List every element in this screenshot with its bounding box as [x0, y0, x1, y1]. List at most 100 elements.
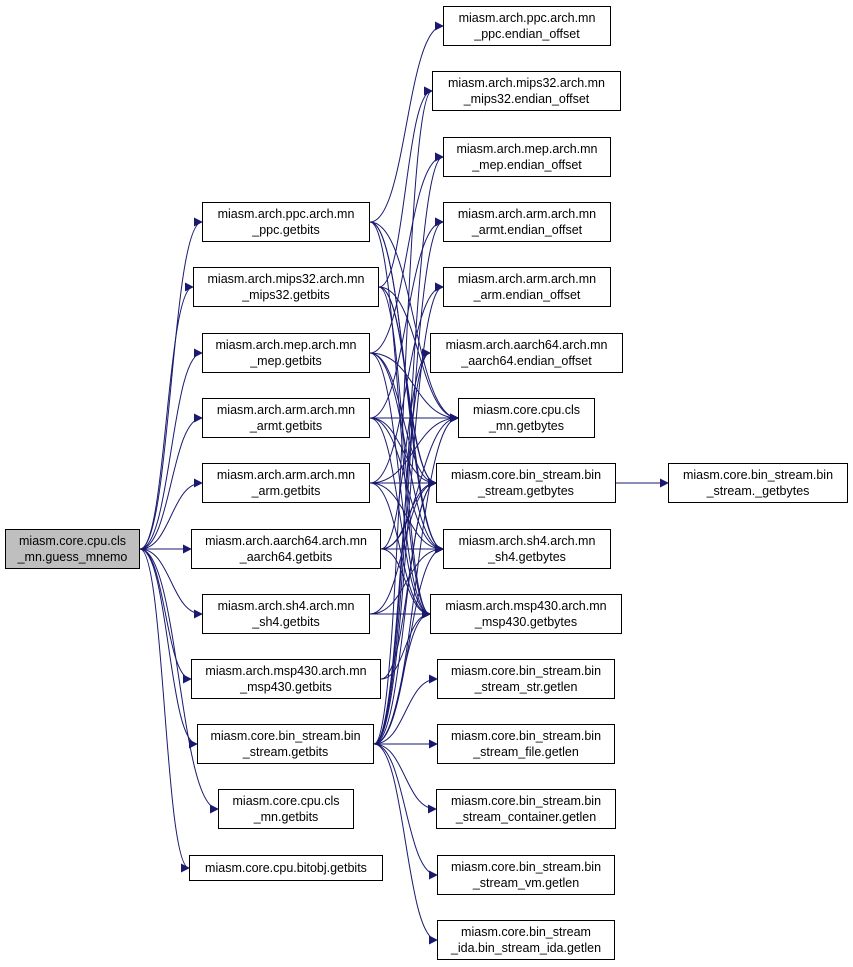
- edge-mep_getbits-to-cls_mn_getbytes: [369, 352, 459, 423]
- node-sh4-getbytes[interactable]: miasm.arch.sh4.arch.mn _sh4.getbytes: [443, 529, 611, 569]
- node-label-line2: _arm.getbits: [251, 484, 321, 498]
- node-label-line2: _aarch64.getbits: [239, 550, 333, 564]
- node-armt-getbits[interactable]: miasm.arch.arm.arch.mn _armt.getbits: [202, 398, 370, 438]
- node-label-line1: miasm.arch.arm.arch.mn: [457, 272, 597, 286]
- node-mep-endian-offset[interactable]: miasm.arch.mep.arch.mn _mep.endian_offset: [443, 137, 611, 177]
- node-cls-mn-getbytes[interactable]: miasm.core.cpu.cls_mn.getbytes: [458, 398, 595, 438]
- node-mips32-endian-offset[interactable]: miasm.arch.mips32.arch.mn_mips32.endian_…: [432, 71, 621, 111]
- edge-root-to-sh4_getbits: [139, 548, 203, 619]
- node-label-line2: _mn.guess_mnemo: [17, 550, 128, 564]
- node-label-line1: miasm.core.bin_stream.bin: [450, 468, 602, 482]
- node-guess-mnemo[interactable]: miasm.core.cpu.cls _mn.guess_mnemo: [5, 529, 140, 569]
- edge-bs_getbits-to-bs_getbytes: [373, 478, 437, 745]
- node-label-line1: miasm.core.bin_stream: [461, 925, 591, 939]
- node-label-line2: _ppc.getbits: [252, 223, 320, 237]
- node-label-line1: miasm.arch.arm.arch.mn: [457, 207, 597, 221]
- node-label-line1: miasm.arch.mep.arch.mn: [215, 338, 357, 352]
- edge-root-to-armt_getbits: [139, 413, 203, 550]
- node-mips32-getbits[interactable]: miasm.arch.mips32.arch.mn _mips32.getbits: [193, 267, 379, 307]
- node-ppc-endian-offset[interactable]: miasm.arch.ppc.arch.mn _ppc.endian_offset: [443, 6, 611, 46]
- edge-root-to-bs_getbits: [139, 548, 198, 749]
- edges: [139, 21, 669, 945]
- node-label-line2: _mep.endian_offset: [472, 158, 582, 172]
- node-label-line2: _stream_str.getlen: [474, 680, 578, 694]
- node-bin-stream-file-getlen[interactable]: miasm.core.bin_stream.bin_stream_file.ge…: [437, 724, 615, 764]
- node-label-line1: miasm.arch.msp430.arch.mn: [205, 664, 367, 678]
- node-armt-endian-offset[interactable]: miasm.arch.arm.arch.mn _armt.endian_offse…: [443, 202, 611, 242]
- node-label-line2: _stream.getbits: [242, 745, 329, 759]
- node-label-line2: _msp430.getbits: [240, 680, 332, 694]
- node-label-line1: miasm.core.bin_stream.bin: [450, 794, 602, 808]
- edge-mips32_getbits-to-mips32_endian: [378, 86, 433, 288]
- node-label-line2: _stream_vm.getlen: [472, 876, 580, 890]
- edge-root-to-arm_getbits: [139, 478, 203, 550]
- edge-mips32_getbits-to-cls_mn_getbytes: [378, 286, 459, 423]
- node-arm-endian-offset[interactable]: miasm.arch.arm.arch.mn_arm.endian_offset: [443, 267, 611, 307]
- node-bitobj-getbits[interactable]: miasm.core.cpu.bitobj.getbits: [189, 855, 383, 881]
- node-label-line1: miasm.arch.mips32.arch.mn: [448, 76, 605, 90]
- node-bin-stream-str-getlen[interactable]: miasm.core.bin_stream.bin _stream_str.get…: [437, 659, 615, 699]
- edge-mep_getbits-to-sh4_getbytes: [369, 352, 444, 554]
- node-label-line1: miasm.arch.aarch64.arch.mn: [445, 338, 608, 352]
- edge-arm_getbits-to-arm_endian: [369, 282, 444, 484]
- node-bin-stream-container-getlen[interactable]: miasm.core.bin_stream.bin _stream_contain…: [436, 789, 616, 829]
- node-label-line1: miasm.core.bin_stream.bin: [450, 729, 602, 743]
- edge-bs_getbits-to-mips32_endian: [373, 86, 433, 745]
- edge-bs_getbits-to-armt_endian: [373, 217, 444, 745]
- edge-bs_getbits-to-bs_str_getlen: [373, 674, 438, 745]
- node-label-line1: miasm.arch.ppc.arch.mn: [458, 11, 596, 25]
- node-label-line2: _mips32.getbits: [242, 288, 330, 302]
- node-label-line2: _stream._getbytes: [706, 484, 810, 498]
- node-label-line1: miasm.core.cpu.cls: [232, 794, 340, 808]
- node-label-line2: _sh4.getbits: [252, 615, 320, 629]
- node-label-line2: _stream.getbytes: [478, 484, 574, 498]
- edge-bs_getbits-to-msp430_getbytes: [373, 609, 431, 745]
- node-label-line1: miasm.arch.arm.arch.mn: [216, 403, 356, 417]
- node-label-line2: _sh4.getbytes: [488, 550, 566, 564]
- edge-mips32_getbits-to-msp430_getbytes: [378, 286, 431, 619]
- edge-root-to-msp430_getbits: [139, 548, 192, 684]
- node-label-line1: miasm.core.bin_stream.bin: [450, 664, 602, 678]
- node-bin-stream-getbits[interactable]: miasm.core.bin_stream.bin _stream.getbits: [197, 724, 374, 764]
- node-bin-stream-private-getbytes[interactable]: miasm.core.bin_stream.bin_stream._getbyt…: [668, 463, 848, 503]
- edge-bs_getbits-to-aarch64_endian: [373, 348, 431, 745]
- edge-root-to-mep_getbits: [139, 348, 203, 550]
- node-label-line2: _mn.getbytes: [488, 419, 565, 433]
- edge-mep_getbits-to-mep_endian: [369, 152, 444, 354]
- node-label-line2: _armt.getbits: [249, 419, 323, 433]
- edge-bs_getbits-to-bs_cont_getlen: [373, 743, 437, 814]
- node-label-line2: _armt.endian_offset: [471, 223, 583, 237]
- edge-ppc_getbits-to-ppc_endian: [369, 21, 444, 223]
- node-aarch64-getbits[interactable]: miasm.arch.aarch64.arch.mn_aarch64.getbi…: [191, 529, 381, 569]
- node-arm-getbits[interactable]: miasm.arch.arm.arch.mn _arm.getbits: [202, 463, 370, 503]
- node-aarch64-endian-offset[interactable]: miasm.arch.aarch64.arch.mn_aarch64.endia…: [430, 333, 623, 373]
- node-bin-stream-ida-getlen[interactable]: miasm.core.bin_stream_ida.bin_stream_ida…: [437, 920, 615, 960]
- node-label-line2: _mn.getbits: [253, 810, 319, 824]
- edge-armt_getbits-to-msp430_getbytes: [369, 417, 431, 619]
- node-sh4-getbits[interactable]: miasm.arch.sh4.arch.mn _sh4.getbits: [202, 594, 370, 634]
- edge-root-to-mips32_getbits: [139, 282, 194, 550]
- node-label-line1: miasm.arch.sh4.arch.mn: [217, 599, 355, 613]
- node-label-line1: miasm.core.cpu.bitobj.getbits: [205, 861, 367, 875]
- node-label-line1: miasm.arch.arm.arch.mn: [216, 468, 356, 482]
- node-label-line1: miasm.arch.mips32.arch.mn: [207, 272, 365, 286]
- node-mep-getbits[interactable]: miasm.arch.mep.arch.mn _mep.getbits: [202, 333, 370, 373]
- node-label-line1: miasm.core.bin_stream.bin: [210, 729, 361, 743]
- node-label-line2: _mep.getbits: [250, 354, 322, 368]
- node-msp430-getbytes[interactable]: miasm.arch.msp430.arch.mn_msp430.getbyte…: [430, 594, 622, 634]
- node-label-line1: miasm.arch.ppc.arch.mn: [217, 207, 355, 221]
- node-cls-mn-getbits[interactable]: miasm.core.cpu.cls _mn.getbits: [218, 789, 354, 829]
- node-ppc-getbits[interactable]: miasm.arch.ppc.arch.mn _ppc.getbits: [202, 202, 370, 242]
- node-bin-stream-vm-getlen[interactable]: miasm.core.bin_stream.bin _stream_vm.getl…: [437, 855, 615, 895]
- node-label-line1: miasm.core.cpu.cls: [19, 534, 126, 548]
- node-bin-stream-getbytes[interactable]: miasm.core.bin_stream.bin _stream.getbyte…: [436, 463, 616, 503]
- node-label-line2: _stream_container.getlen: [455, 810, 597, 824]
- node-label-line1: miasm.arch.mep.arch.mn: [456, 142, 598, 156]
- node-label-line1: miasm.arch.msp430.arch.mn: [445, 599, 607, 613]
- node-label-line1: miasm.core.bin_stream.bin: [450, 860, 602, 874]
- node-msp430-getbits[interactable]: miasm.arch.msp430.arch.mn _msp430.getbits: [191, 659, 381, 699]
- node-label-line2: _ppc.endian_offset: [474, 27, 580, 41]
- node-label-line1: miasm.arch.sh4.arch.mn: [458, 534, 596, 548]
- edge-armt_getbits-to-armt_endian: [369, 217, 444, 419]
